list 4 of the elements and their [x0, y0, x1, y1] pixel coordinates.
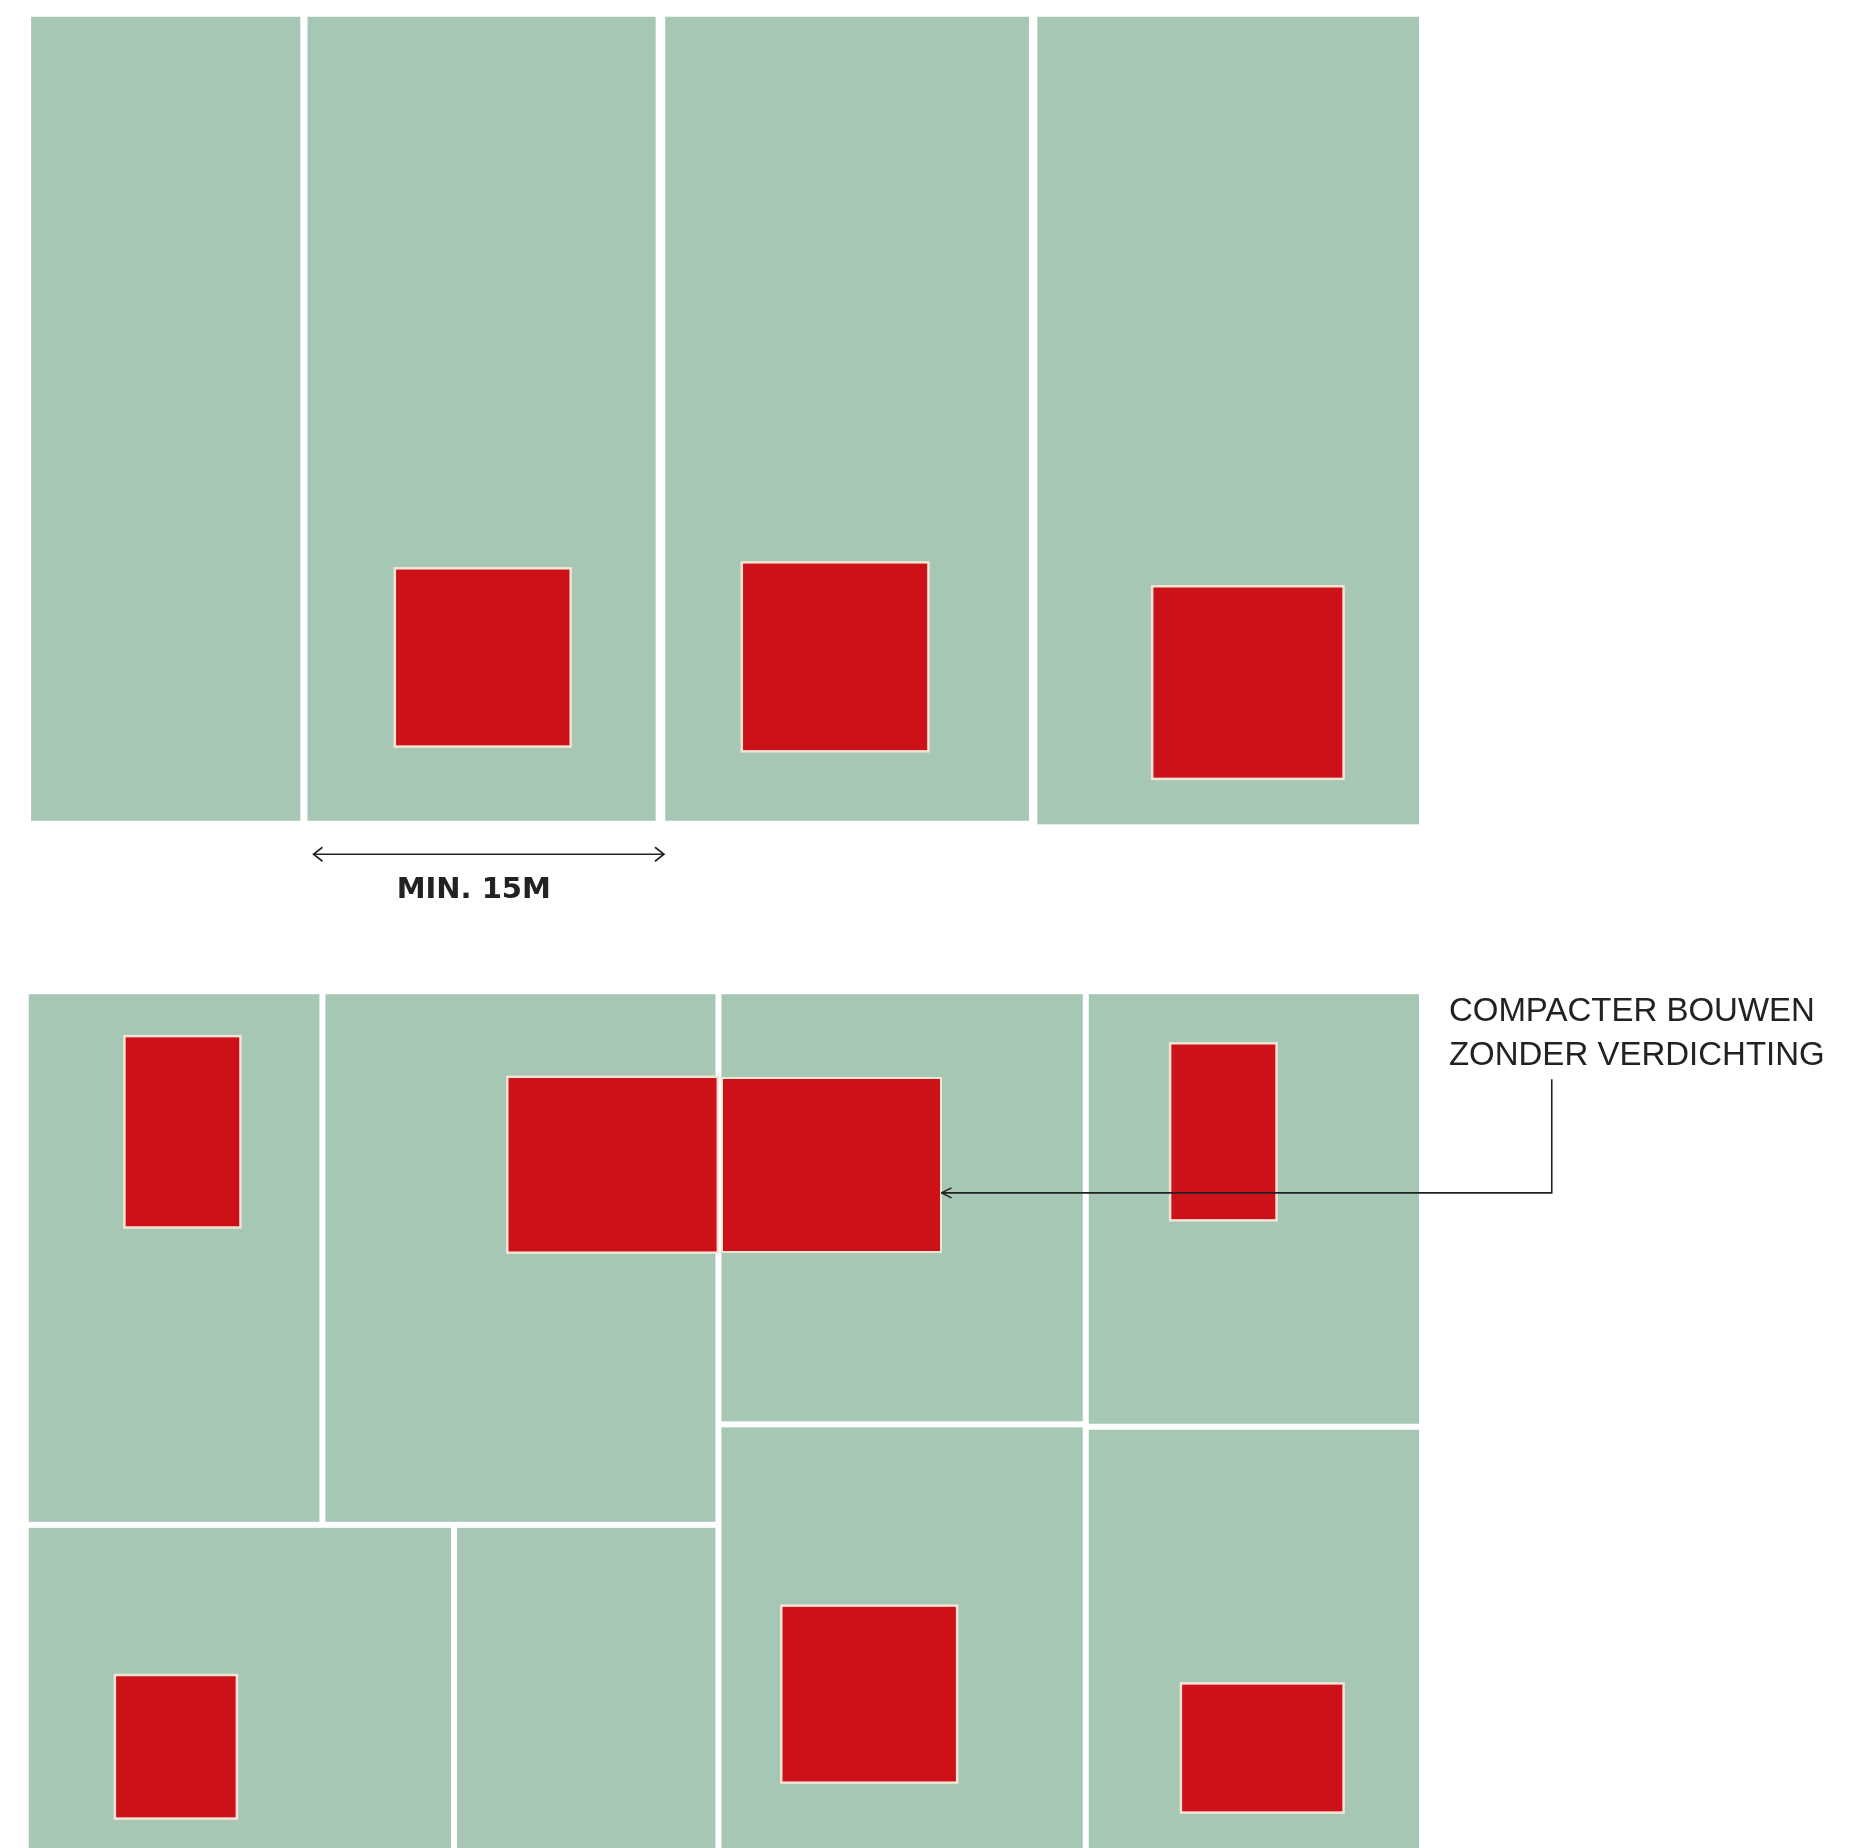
house: [721, 1076, 942, 1253]
annotation-text: COMPACTER BOUWEN ZONDER VERDICHTING: [1448, 990, 1826, 1074]
leader-line: [940, 1078, 1553, 1199]
dimension-label: MIN. 15M: [396, 870, 551, 905]
